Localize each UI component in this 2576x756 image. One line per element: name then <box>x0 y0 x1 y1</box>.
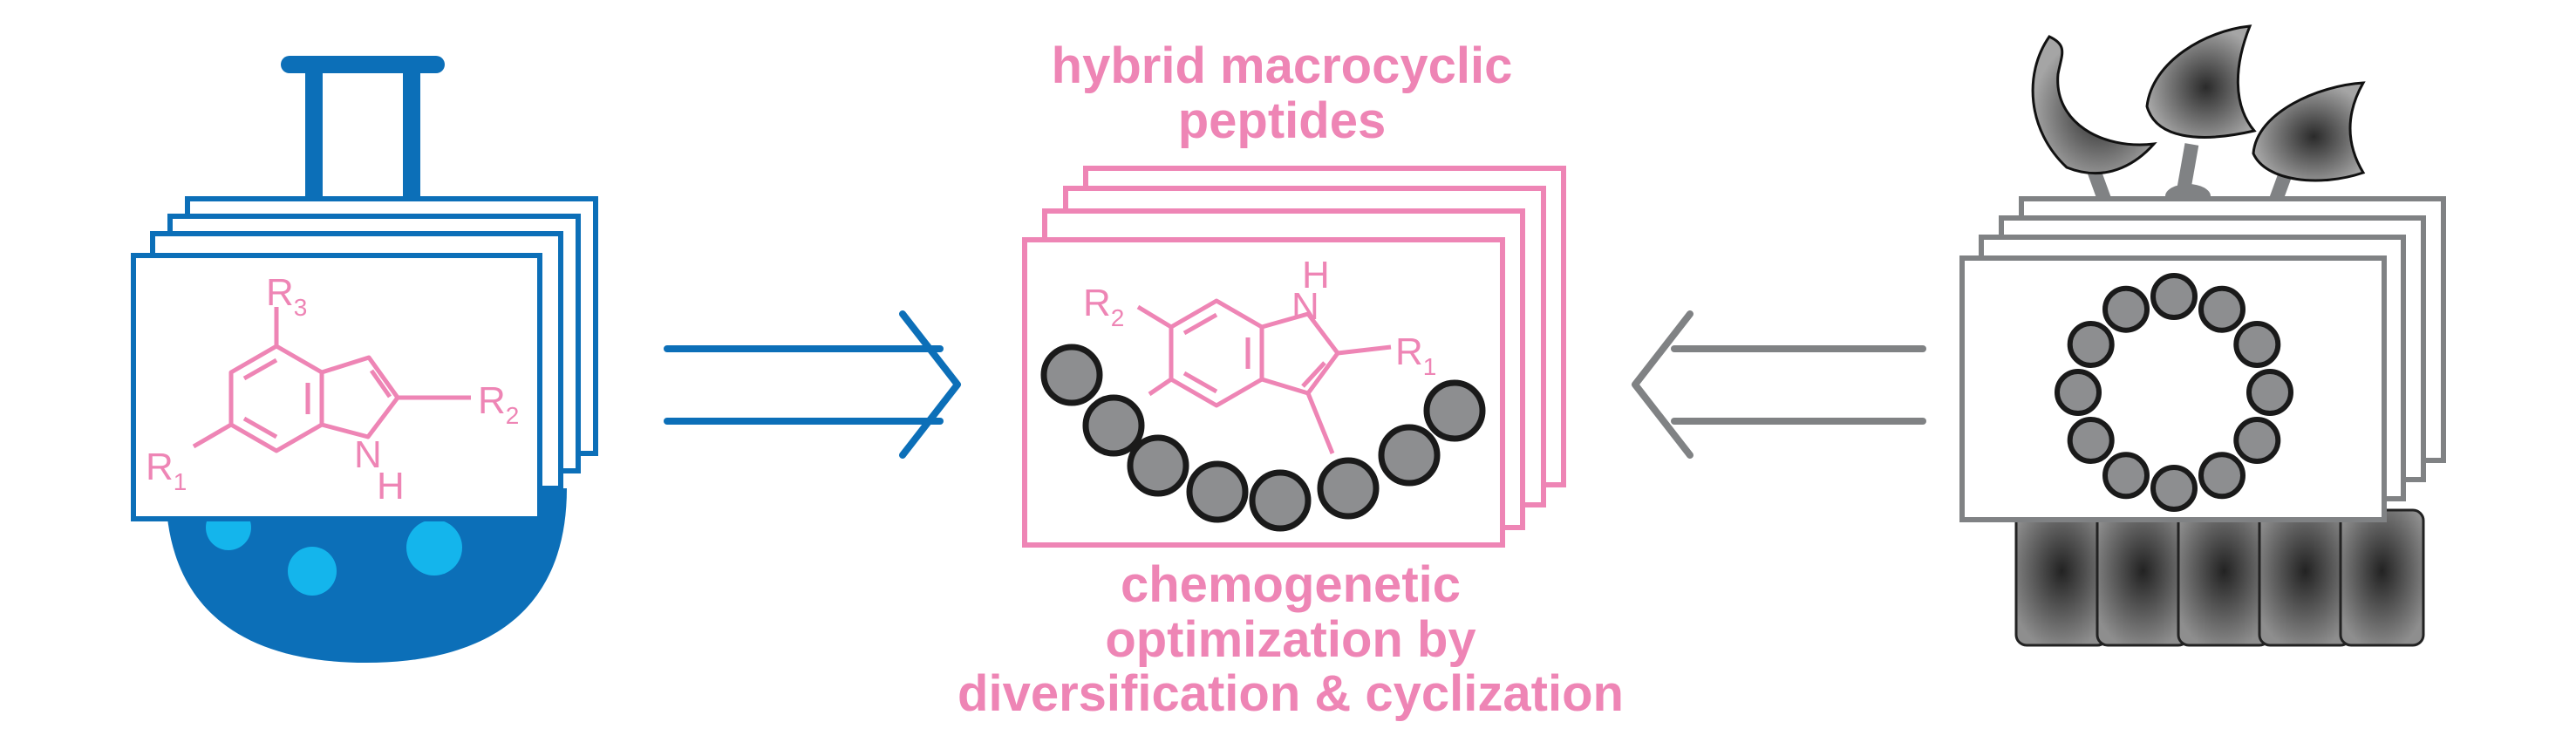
hybrid-peptide-group: R2 R1 H N <box>1022 166 1566 548</box>
ribosome-segment <box>2096 508 2191 647</box>
ribosome-segment <box>2177 508 2272 647</box>
r2-label: R2 <box>1083 282 1124 331</box>
amino-acid-bead <box>1423 379 1486 442</box>
r1-label: R1 <box>146 446 187 495</box>
amino-acid-bead <box>2102 452 2150 500</box>
flask-bowl <box>166 488 567 663</box>
ribosome-segment <box>2014 508 2109 647</box>
amino-acid-bead <box>2067 321 2115 368</box>
ribosome-segment <box>2339 508 2425 647</box>
amino-acid-bead <box>2102 285 2150 333</box>
flask-neck-right <box>403 65 420 239</box>
nh-h-label: H <box>377 465 405 507</box>
ribosome-body <box>2014 508 2425 647</box>
flask-neck-left <box>305 65 323 239</box>
amino-acid-bead <box>2150 273 2198 320</box>
peptide-bead-chain <box>1040 344 1486 532</box>
amino-acid-bead <box>1127 434 1189 497</box>
ribosome-display-group <box>1959 24 2446 647</box>
caption-hybrid-peptides: hybrid macrocyclic peptides <box>907 37 1657 149</box>
amino-acid-bead <box>2150 465 2198 512</box>
amino-acid-bead <box>1378 424 1441 487</box>
amino-acid-bead <box>2246 369 2293 416</box>
forward-arrow <box>664 310 961 459</box>
amino-acid-bead <box>2233 417 2281 464</box>
nh-h-label: H <box>1302 254 1330 296</box>
front-card <box>131 253 542 521</box>
reaction-flask-group: R3 R2 R1 N H <box>131 56 598 663</box>
indole-structure-left <box>192 307 471 453</box>
target-crescent <box>2145 24 2257 139</box>
amino-acid-bead <box>1317 457 1380 520</box>
amino-acid-bead <box>1082 394 1145 457</box>
target-crescent <box>2252 81 2366 182</box>
amino-acid-bead <box>1040 344 1103 406</box>
indole-structure-center <box>1136 298 1392 454</box>
target-crescent <box>2031 35 2157 175</box>
amino-acid-bead <box>1186 460 1249 523</box>
nh-n-label: N <box>354 433 382 476</box>
amino-acid-bead <box>2055 369 2102 416</box>
amino-acid-bead <box>2198 452 2245 500</box>
r2-label: R2 <box>478 379 519 429</box>
amino-acid-bead <box>2067 417 2115 464</box>
ribosome-segment <box>2258 508 2353 647</box>
amino-acid-bead <box>2233 321 2281 368</box>
amino-acid-bead <box>1249 469 1312 532</box>
cyclic-peptide-ring <box>2055 273 2293 512</box>
bubble <box>288 547 337 596</box>
amino-acid-bead <box>2198 285 2245 333</box>
caption-chemogenetic-optimization: chemogenetic optimization by diversifica… <box>855 556 1727 723</box>
reverse-arrow <box>1632 310 1926 459</box>
r1-label: R1 <box>1395 330 1436 380</box>
caption-line: chemogenetic <box>1121 556 1461 613</box>
r3-label: R3 <box>266 271 307 321</box>
caption-line: diversification & cyclization <box>957 665 1624 723</box>
bubble <box>406 520 462 576</box>
caption-line: peptides <box>1177 92 1387 149</box>
nh-n-label: N <box>1291 285 1319 328</box>
caption-line: optimization by <box>1105 610 1476 668</box>
caption-line: hybrid macrocyclic <box>1051 37 1513 94</box>
